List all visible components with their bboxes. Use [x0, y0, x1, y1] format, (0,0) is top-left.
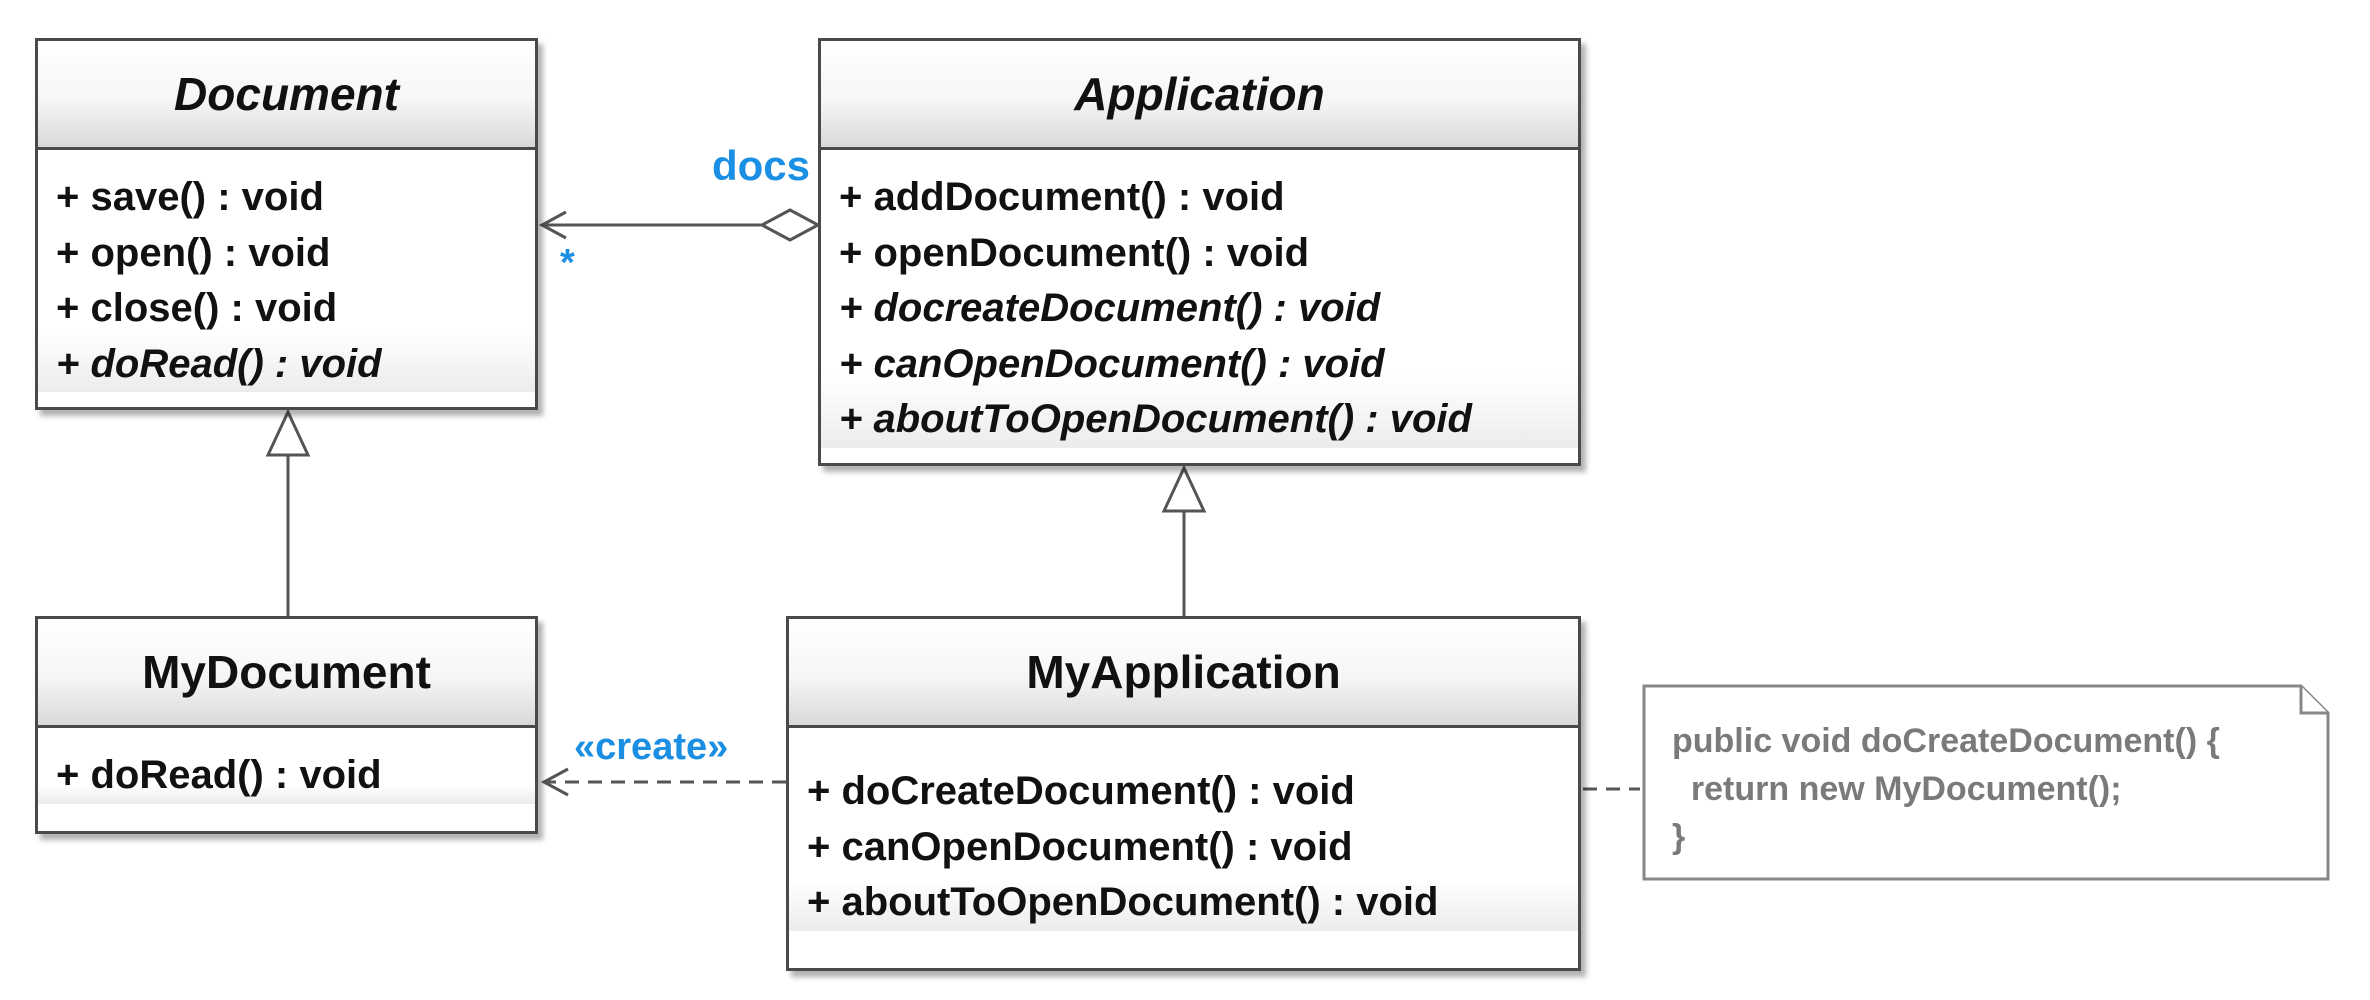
- mydocument-class-name: MyDocument: [38, 619, 535, 728]
- application-class-name: Application: [821, 41, 1578, 150]
- operation-close: + close() : void: [56, 286, 338, 330]
- operation-doread: + doRead() : void: [56, 341, 382, 386]
- document-class[interactable]: Document + save() : void + open() : void…: [35, 38, 538, 410]
- generalization-myapplication-application: [1161, 464, 1207, 616]
- application-operations: + addDocument() : void + openDocument() …: [821, 150, 1578, 448]
- code-note: public void doCreateDocument() { return …: [1640, 683, 2330, 877]
- mydocument-operations: + doRead() : void: [38, 728, 535, 804]
- aggregation-role-label: docs: [712, 142, 811, 189]
- operation-save: + save() : void: [56, 175, 324, 219]
- operation-open: + open() : void: [56, 230, 331, 275]
- operation-doread: + doRead() : void: [56, 753, 382, 797]
- note-line: public void doCreateDocument() {: [1672, 722, 2220, 760]
- myapplication-class-name: MyApplication: [789, 619, 1578, 728]
- myapplication-class[interactable]: MyApplication + doCreateDocument() : voi…: [786, 616, 1581, 971]
- note-line: }: [1672, 818, 1686, 856]
- operation-docreatedocument: + doCreateDocument() : void: [807, 769, 1355, 813]
- operation-abouttoopendocument: + aboutToOpenDocument() : void: [807, 880, 1439, 924]
- document-operations: + save() : void + open() : void + close(…: [38, 150, 535, 392]
- myapplication-operations: + doCreateDocument() : void + canOpenDoc…: [789, 728, 1578, 931]
- note-text: public void doCreateDocument() { return …: [1672, 717, 2220, 861]
- note-outline: [1642, 684, 2330, 881]
- operation-canopendocument: + canOpenDocument() : void: [839, 341, 1385, 386]
- create-dependency: [540, 767, 786, 797]
- operation-abouttoopendocument: + aboutToOpenDocument() : void: [839, 397, 1472, 441]
- operation-docreatedocument: + docreateDocument() : void: [839, 286, 1381, 330]
- note-line: return new MyDocument();: [1672, 770, 2122, 808]
- operation-canopendocument: + canOpenDocument() : void: [807, 824, 1353, 869]
- mydocument-class[interactable]: MyDocument + doRead() : void: [35, 616, 538, 834]
- aggregation-association: [538, 208, 822, 242]
- document-class-name: Document: [38, 41, 535, 150]
- operation-opendocument: + openDocument() : void: [839, 230, 1309, 275]
- application-class[interactable]: Application + addDocument() : void + ope…: [818, 38, 1581, 466]
- create-stereotype-label: «create»: [574, 726, 729, 768]
- generalization-mydocument-document: [265, 408, 311, 616]
- aggregation-multiplicity-label: *: [560, 242, 575, 284]
- operation-adddocument: + addDocument() : void: [839, 175, 1285, 219]
